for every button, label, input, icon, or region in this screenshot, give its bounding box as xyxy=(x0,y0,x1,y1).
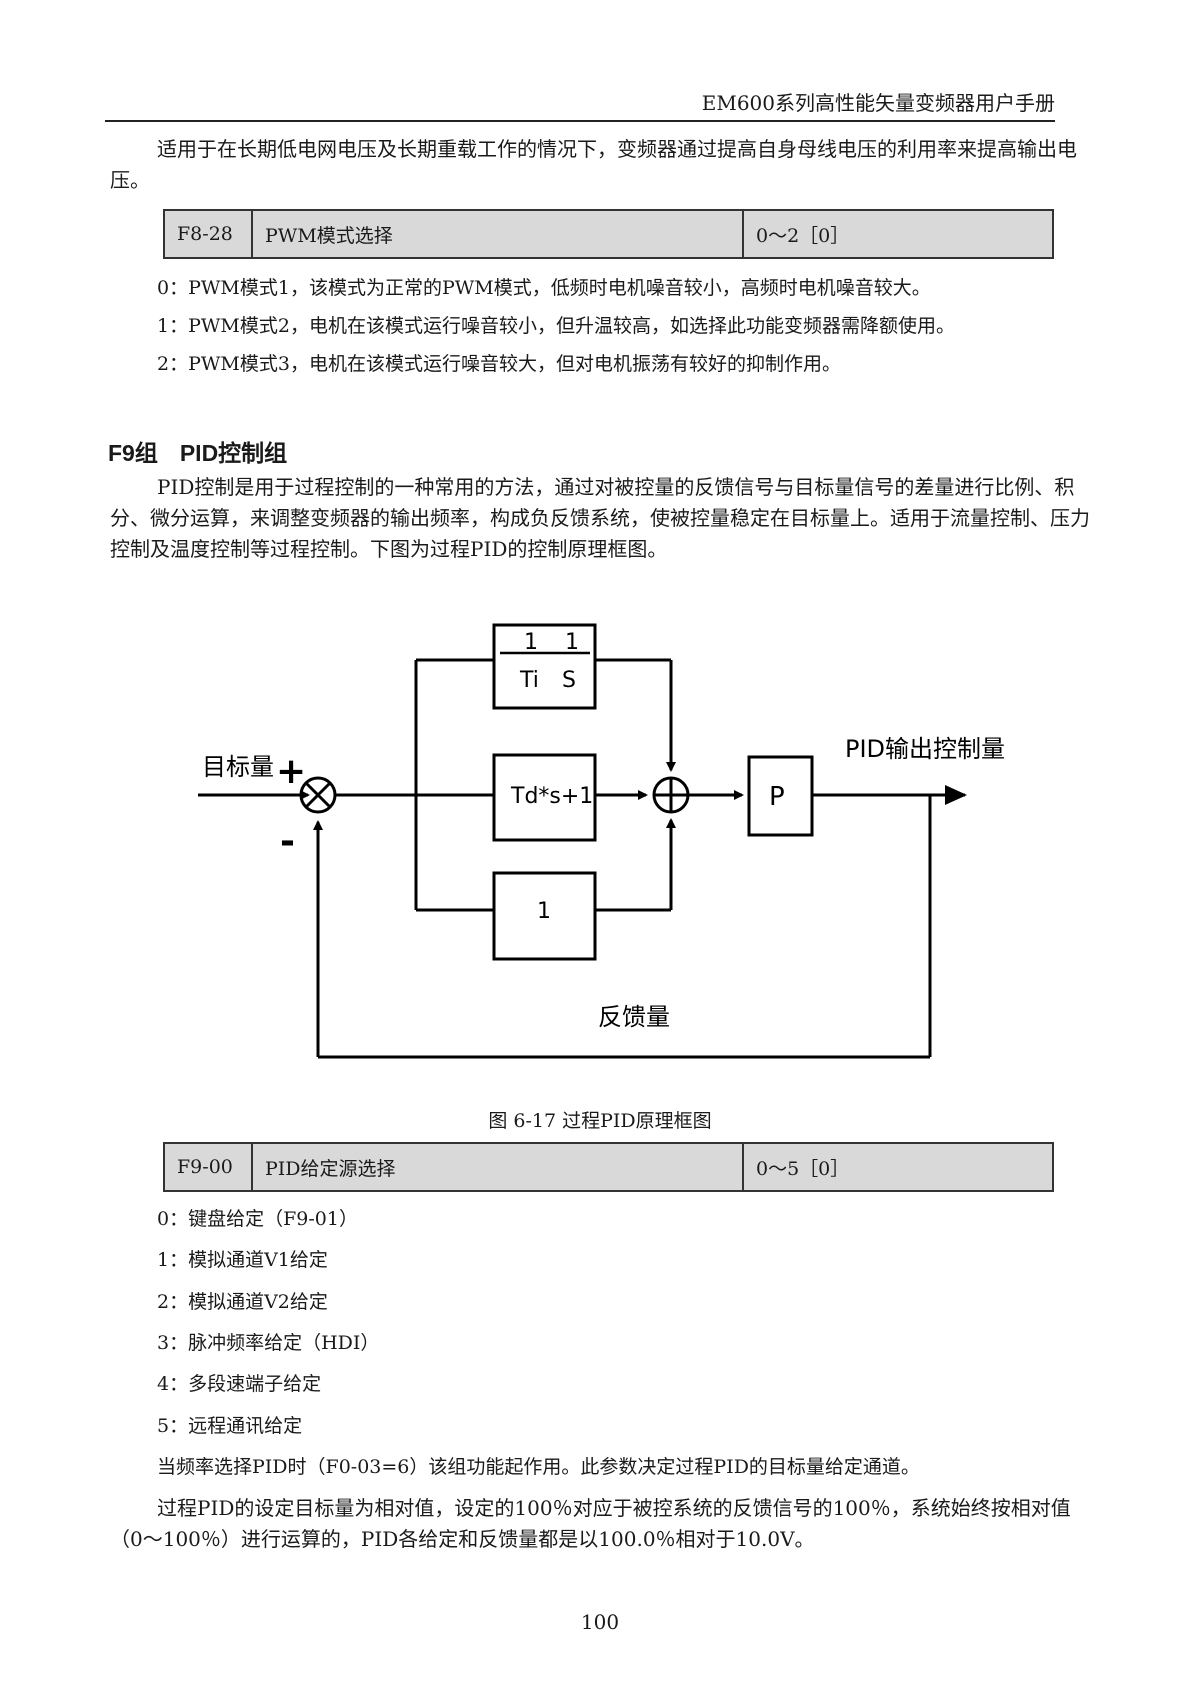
option-line: 3：脉冲频率给定（HDI） xyxy=(157,1332,380,1354)
gain-label: P xyxy=(769,782,785,812)
option-line: 1：PWM模式2，电机在该模式运行噪音较小，但升温较高，如选择此功能变频器需降额… xyxy=(157,315,955,337)
page-number: 100 xyxy=(580,1610,620,1634)
param-range: 0～5［0］ xyxy=(756,1157,850,1180)
section-code: F9组 xyxy=(108,440,158,466)
minus-sign: - xyxy=(280,821,295,862)
plus-sign: + xyxy=(276,751,306,792)
param-range: 0～2［0］ xyxy=(756,224,850,247)
param-table-f8-28: F8-28 PWM模式选择 0～2［0］ xyxy=(163,209,1054,259)
note-paragraph: 过程PID的设定目标量为相对值，设定的100％对应于被控系统的反馈信号的100％… xyxy=(110,1496,1071,1551)
option-line: 4：多段速端子给定 xyxy=(157,1373,322,1395)
note-line: 当频率选择PID时（F0-03=6）该组功能起作用。此参数决定过程PID的目标量… xyxy=(157,1456,920,1478)
intro-paragraph: 适用于在长期低电网电压及长期重载工作的情况下，变频器通过提高自身母线电压的利用率… xyxy=(110,137,1077,192)
param-name: PID给定源选择 xyxy=(253,1144,744,1190)
derivative-block xyxy=(492,753,597,842)
output-label: PID输出控制量 xyxy=(845,735,1005,763)
section-heading: F9组 PID控制组 xyxy=(108,434,287,468)
option-line: 1：模拟通道V1给定 xyxy=(157,1249,328,1271)
integral-denominator: S xyxy=(562,668,576,693)
option-line: 2：模拟通道V2给定 xyxy=(157,1291,328,1313)
option-line: 0：键盘给定（F9-01） xyxy=(157,1208,358,1230)
integral-denominator: Ti xyxy=(519,668,539,693)
param-name: PWM模式选择 xyxy=(253,211,744,257)
section-title: PID控制组 xyxy=(179,440,288,466)
param-code: F8-28 xyxy=(165,211,253,257)
option-line: 5：远程通讯给定 xyxy=(157,1415,303,1437)
param-table-f9-00: F9-00 PID给定源选择 0～5［0］ xyxy=(163,1142,1054,1192)
option-line: 2：PWM模式3，电机在该模式运行噪音较大，但对电机振荡有较好的抑制作用。 xyxy=(157,353,841,375)
pid-block-diagram: 目标量 + - 1 1 Ti S Td*s+1 1 P PID输出控制量 反馈量 xyxy=(198,623,1005,1059)
manual-title: EM600系列高性能矢量变频器用户手册 xyxy=(701,91,1055,115)
derivative-label: Td*s+1 xyxy=(510,784,593,809)
pid-paragraph: PID控制是用于过程控制的一种常用的方法，通过对被控量的反馈信号与目标量信号的差… xyxy=(110,475,1090,561)
integral-numerator: 1 xyxy=(565,630,579,655)
proportional-pass-label: 1 xyxy=(537,899,551,924)
param-code: F9-00 xyxy=(165,1144,253,1190)
proportional-pass-block xyxy=(492,871,597,961)
integral-numerator: 1 xyxy=(524,630,538,655)
figure-caption: 图 6-17 过程PID原理框图 xyxy=(488,1110,712,1132)
integral-block xyxy=(492,623,597,710)
option-line: 0：PWM模式1，该模式为正常的PWM模式，低频时电机噪音较小，高频时电机噪音较… xyxy=(157,277,931,299)
feedback-label: 反馈量 xyxy=(598,1003,670,1031)
page-header: EM600系列高性能矢量变频器用户手册 xyxy=(105,88,1055,122)
input-label: 目标量 xyxy=(202,753,274,781)
